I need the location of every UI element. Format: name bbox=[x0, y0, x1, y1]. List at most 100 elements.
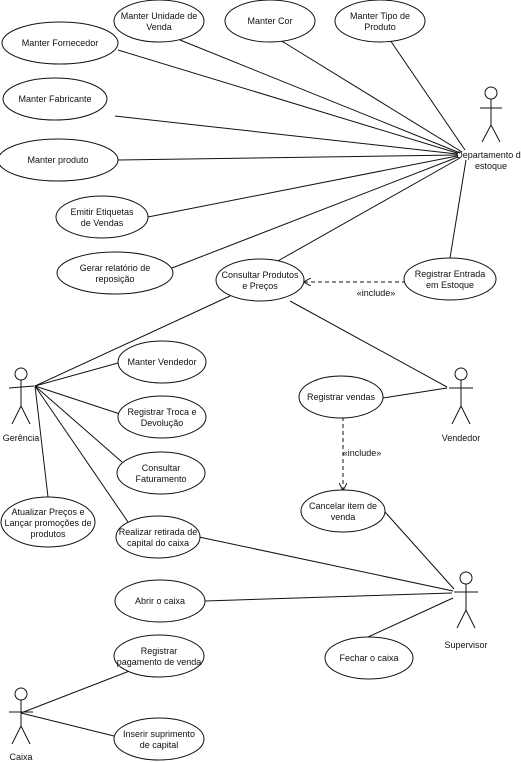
svg-text:Gerência: Gerência bbox=[3, 433, 40, 443]
actor-gerencia[interactable]: Gerência bbox=[3, 367, 40, 443]
use-case-label: em Estoque bbox=[426, 280, 474, 290]
svg-text:Manter Fabricante: Manter Fabricante bbox=[18, 94, 91, 104]
actor-label: Caixa bbox=[9, 752, 32, 762]
assoc-estoque-manter-fabricante bbox=[114, 115, 458, 155]
use-case-manter-vendedor[interactable]: Manter Vendedor bbox=[117, 340, 207, 384]
stick-figure-icon bbox=[480, 86, 502, 143]
associations-gerencia bbox=[34, 295, 231, 523]
use-case-label: produtos bbox=[30, 529, 66, 539]
use-case-label: e Preços bbox=[242, 281, 278, 291]
actor-label: Supervisor bbox=[444, 640, 487, 650]
use-case-label: Gerar relatório de bbox=[80, 263, 151, 273]
use-case-label: Manter Fabricante bbox=[18, 94, 91, 104]
use-case-label: Manter Tipo de bbox=[350, 11, 410, 21]
assoc-supervisor-realizar-retirada bbox=[198, 536, 454, 592]
assoc-caixa-registrar-pagamento bbox=[20, 669, 133, 714]
assoc-vendedor-consultar-produtos bbox=[289, 300, 448, 388]
assoc-estoque-manter-produto bbox=[117, 154, 458, 161]
use-case-label: Manter Unidade de bbox=[121, 11, 198, 21]
use-case-manter-fabricante[interactable]: Manter Fabricante bbox=[2, 77, 108, 121]
use-case-label: de Vendas bbox=[81, 218, 124, 228]
use-case-label: Manter Vendedor bbox=[127, 357, 196, 367]
associations-others bbox=[20, 300, 455, 737]
use-case-label: Emitir Etiquetas bbox=[70, 207, 134, 217]
use-case-registrar-vendas[interactable]: Registrar vendas bbox=[298, 375, 384, 419]
assoc-gerencia-atualizar-precos bbox=[34, 385, 49, 498]
use-case-label: venda bbox=[331, 512, 356, 522]
assoc-estoque-emitir-etiquetas bbox=[147, 155, 458, 218]
use-case-manter-produto[interactable]: Manter produto bbox=[0, 138, 119, 182]
svg-text:Supervisor: Supervisor bbox=[444, 640, 487, 650]
svg-text:Manter Vendedor: Manter Vendedor bbox=[127, 357, 196, 367]
assoc-gerencia-consultar-faturamento bbox=[34, 385, 123, 463]
use-case-label: Lançar promoções de bbox=[4, 518, 91, 528]
actor-label: Gerência bbox=[3, 433, 40, 443]
assoc-estoque-manter-cor bbox=[279, 39, 463, 153]
use-case-label: Registrar Entrada bbox=[415, 269, 486, 279]
use-case-label: Produto bbox=[364, 22, 396, 32]
use-case-label: Manter Cor bbox=[247, 16, 292, 26]
svg-text:Caixa: Caixa bbox=[9, 752, 32, 762]
assoc-gerencia-registrar-troca bbox=[34, 385, 121, 415]
use-case-manter-fornecedor[interactable]: Manter Fornecedor bbox=[1, 21, 119, 65]
use-case-label: Cancelar item de bbox=[309, 501, 377, 511]
svg-text:Registrar vendas: Registrar vendas bbox=[307, 392, 376, 402]
include-stereotype-2: «include» bbox=[343, 448, 382, 458]
use-case-fechar-caixa[interactable]: Fechar o caixa bbox=[324, 636, 414, 680]
use-case-abrir-caixa[interactable]: Abrir o caixa bbox=[114, 579, 206, 623]
use-case-label: Realizar retirada de bbox=[119, 527, 198, 537]
use-case-label: Registrar vendas bbox=[307, 392, 376, 402]
use-case-label: Atualizar Preços e bbox=[11, 507, 84, 517]
stick-figure-icon bbox=[454, 571, 478, 629]
use-case-label: reposição bbox=[95, 274, 134, 284]
use-case-label: Fechar o caixa bbox=[339, 653, 398, 663]
stick-figure-icon bbox=[449, 367, 473, 425]
assoc-estoque-consultar-produtos bbox=[275, 157, 461, 263]
assoc-estoque-registrar-entrada bbox=[449, 159, 467, 259]
assoc-gerencia-consultar-produtos bbox=[34, 295, 231, 387]
use-case-manter-cor[interactable]: Manter Cor bbox=[224, 0, 316, 43]
stick-figure-icon bbox=[8, 367, 35, 425]
assoc-estoque-manter-fornecedor bbox=[117, 49, 458, 154]
use-case-label: pagamento de venda bbox=[117, 657, 202, 667]
use-case-label: Manter Fornecedor bbox=[22, 38, 99, 48]
use-case-label: Abrir o caixa bbox=[135, 596, 185, 606]
svg-text:Manter Cor: Manter Cor bbox=[247, 16, 292, 26]
assoc-vendedor-registrar-vendas bbox=[382, 387, 448, 399]
actor-label: Departamento de bbox=[456, 150, 521, 160]
svg-text:Abrir o caixa: Abrir o caixa bbox=[135, 596, 185, 606]
svg-text:Vendedor: Vendedor bbox=[442, 433, 481, 443]
use-case-label: Registrar bbox=[141, 646, 178, 656]
actor-caixa[interactable]: Caixa bbox=[9, 687, 33, 762]
use-case-label: Devolução bbox=[141, 418, 184, 428]
actor-supervisor[interactable]: Supervisor bbox=[444, 571, 488, 650]
actor-vendedor[interactable]: Vendedor bbox=[442, 367, 481, 443]
